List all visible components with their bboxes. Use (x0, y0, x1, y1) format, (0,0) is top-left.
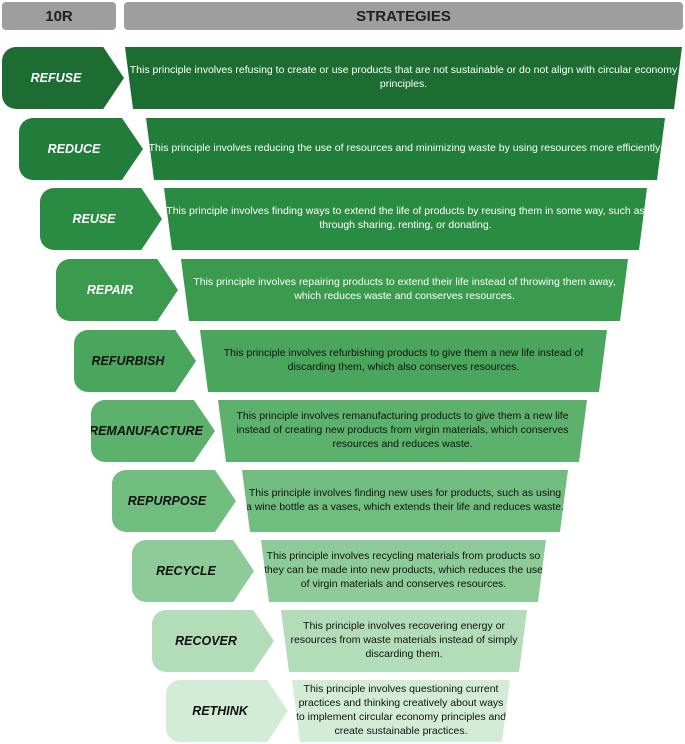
strategy-bar-recover: This principle involves recovering energ… (281, 610, 527, 672)
badge-label: REPAIR (86, 283, 134, 297)
badge-reduce: REDUCE (19, 118, 143, 180)
strategy-bar-recycle: This principle involves recycling materi… (261, 540, 546, 602)
strategy-description: This principle involves recycling materi… (264, 550, 543, 590)
header-strategies: STRATEGIES (124, 2, 683, 30)
strategy-bar-repair: This principle involves repairing produc… (181, 259, 628, 321)
strategy-bar-reuse: This principle involves finding ways to … (164, 188, 647, 250)
badge-label: REFURBISH (91, 354, 165, 368)
badge-repurpose: REPURPOSE (112, 470, 236, 532)
badge-label: REDUCE (47, 142, 101, 156)
strategy-description: This principle involves repairing produc… (193, 276, 616, 302)
strategy-description: This principle involves finding new uses… (245, 487, 565, 513)
badge-rethink: RETHINK (166, 680, 288, 742)
badge-label: REMANUFACTURE (89, 424, 203, 438)
strategy-bar-refurbish: This principle involves refurbishing pro… (200, 330, 607, 392)
badge-recover: RECOVER (152, 610, 274, 672)
badge-refuse: REFUSE (2, 47, 124, 109)
badge-repair: REPAIR (56, 259, 178, 321)
badge-label: REUSE (72, 212, 116, 226)
badge-remanufacture: REMANUFACTURE (91, 400, 215, 462)
strategy-description: This principle involves reducing the use… (148, 142, 663, 155)
badge-label: RETHINK (192, 704, 248, 718)
strategy-description: This principle involves remanufacturing … (236, 410, 569, 450)
strategy-bar-remanufacture: This principle involves remanufacturing … (218, 400, 587, 462)
strategy-bar-rethink: This principle involves questioning curr… (292, 680, 510, 742)
strategy-description: This principle involves finding ways to … (166, 205, 645, 231)
badge-label: REFUSE (30, 71, 82, 85)
strategy-description: This principle involves refurbishing pro… (223, 347, 584, 373)
strategy-bar-refuse: This principle involves refusing to crea… (125, 47, 682, 109)
badge-label: REPURPOSE (127, 494, 207, 508)
badge-recycle: RECYCLE (132, 540, 254, 602)
strategy-bar-repurpose: This principle involves finding new uses… (242, 470, 568, 532)
header-10r: 10R (2, 2, 116, 30)
strategy-description: This principle involves questioning curr… (295, 683, 507, 737)
badge-refurbish: REFURBISH (74, 330, 196, 392)
badge-label: RECOVER (175, 634, 237, 648)
badge-label: RECYCLE (156, 564, 216, 578)
strategy-description: This principle involves recovering energ… (290, 620, 518, 660)
strategy-bar-reduce: This principle involves reducing the use… (146, 118, 665, 180)
strategy-description: This principle involves refusing to crea… (129, 64, 678, 90)
badge-reuse: REUSE (40, 188, 162, 250)
